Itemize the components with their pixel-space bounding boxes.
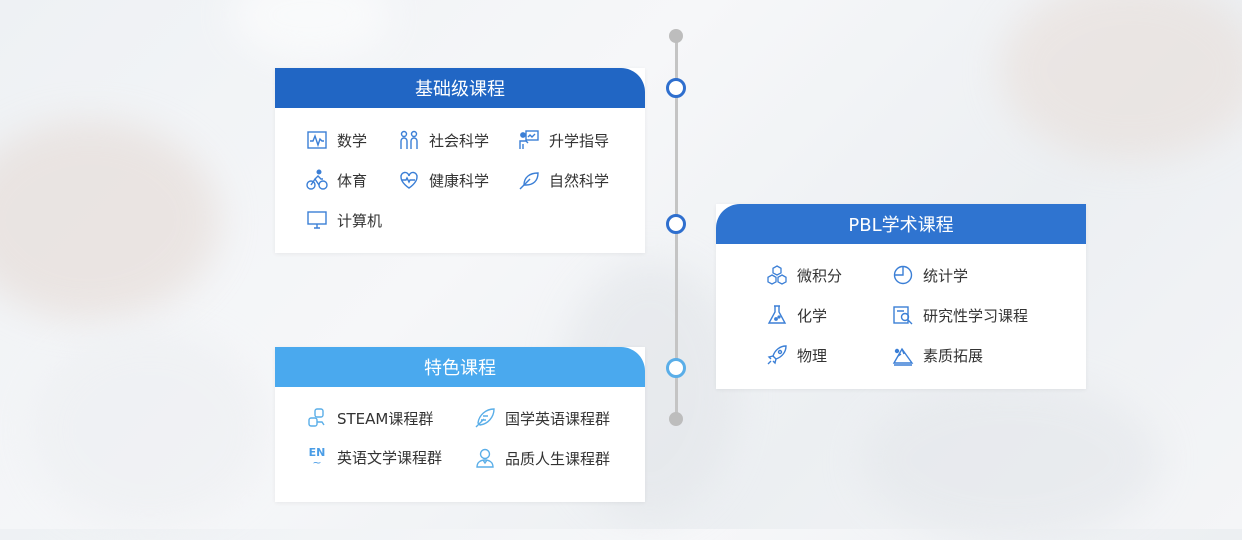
course-item-quality-life[interactable]: 品质人生课程群 [474,447,610,469]
special-course-title: 特色课程 [275,347,645,387]
background-shape [230,0,390,60]
course-item-chemistry[interactable]: 化学 [766,304,827,326]
monitor-icon [307,211,327,229]
mountain-climb-icon [892,347,914,366]
course-item-chinese-english[interactable]: 国学英语课程群 [474,407,610,429]
course-item-social-science[interactable]: 社会科学 [398,129,489,151]
course-item-quality-expansion[interactable]: 素质拓展 [892,344,983,366]
course-item-pe[interactable]: 体育 [306,169,367,191]
timeline-end-dot [669,412,683,426]
background-shape [1000,0,1242,160]
cubes-icon [767,265,787,285]
pbl-course-card: PBL学术课程 微积分 统计学 化学 研究性学习课程 物理 素质拓展 [716,204,1086,389]
course-item-physics[interactable]: 物理 [766,344,827,366]
chart-wave-icon [307,131,327,149]
background-shape [30,330,270,530]
pie-chart-icon [893,265,913,285]
course-item-english-literature[interactable]: EN ~ 英语文学课程群 [306,447,442,468]
course-item-math[interactable]: 数学 [306,129,367,151]
course-item-steam[interactable]: STEAM课程群 [306,407,433,429]
course-item-statistics[interactable]: 统计学 [892,264,968,286]
special-course-card: 特色课程 STEAM课程群 国学英语课程群 EN ~ 英语文学课程群 品质人生课… [275,347,645,502]
basic-course-title: 基础级课程 [275,68,645,108]
timeline-node-special[interactable] [666,358,686,378]
cycling-icon [306,169,328,190]
en-text-icon: EN ~ [308,445,326,469]
background-shape [0,120,220,320]
timeline-node-pbl[interactable] [666,214,686,234]
course-item-health-science[interactable]: 健康科学 [398,169,489,191]
people-icon [400,130,418,149]
timeline-node-basic[interactable] [666,78,686,98]
person-icon [476,448,494,468]
course-item-computer[interactable]: 计算机 [306,209,382,231]
background-shape [860,380,1160,540]
heart-pulse-icon [400,171,418,189]
research-icon [893,306,913,325]
course-item-admission-guidance[interactable]: 升学指导 [518,129,609,151]
pbl-course-title: PBL学术课程 [716,204,1086,244]
molecule-icon [308,408,325,427]
timeline-start-dot [669,29,683,43]
basic-course-card: 基础级课程 数学 社会科学 升学指导 体育 健康科学 自然科学 计算机 [275,68,645,253]
rocket-icon [767,345,787,365]
course-item-calculus[interactable]: 微积分 [766,264,842,286]
feather-pen-icon [475,408,495,428]
flask-icon [767,305,787,324]
course-item-research[interactable]: 研究性学习课程 [892,304,1028,326]
leaf-icon [519,172,539,190]
course-item-natural-science[interactable]: 自然科学 [518,169,609,191]
teacher-board-icon [519,130,539,149]
